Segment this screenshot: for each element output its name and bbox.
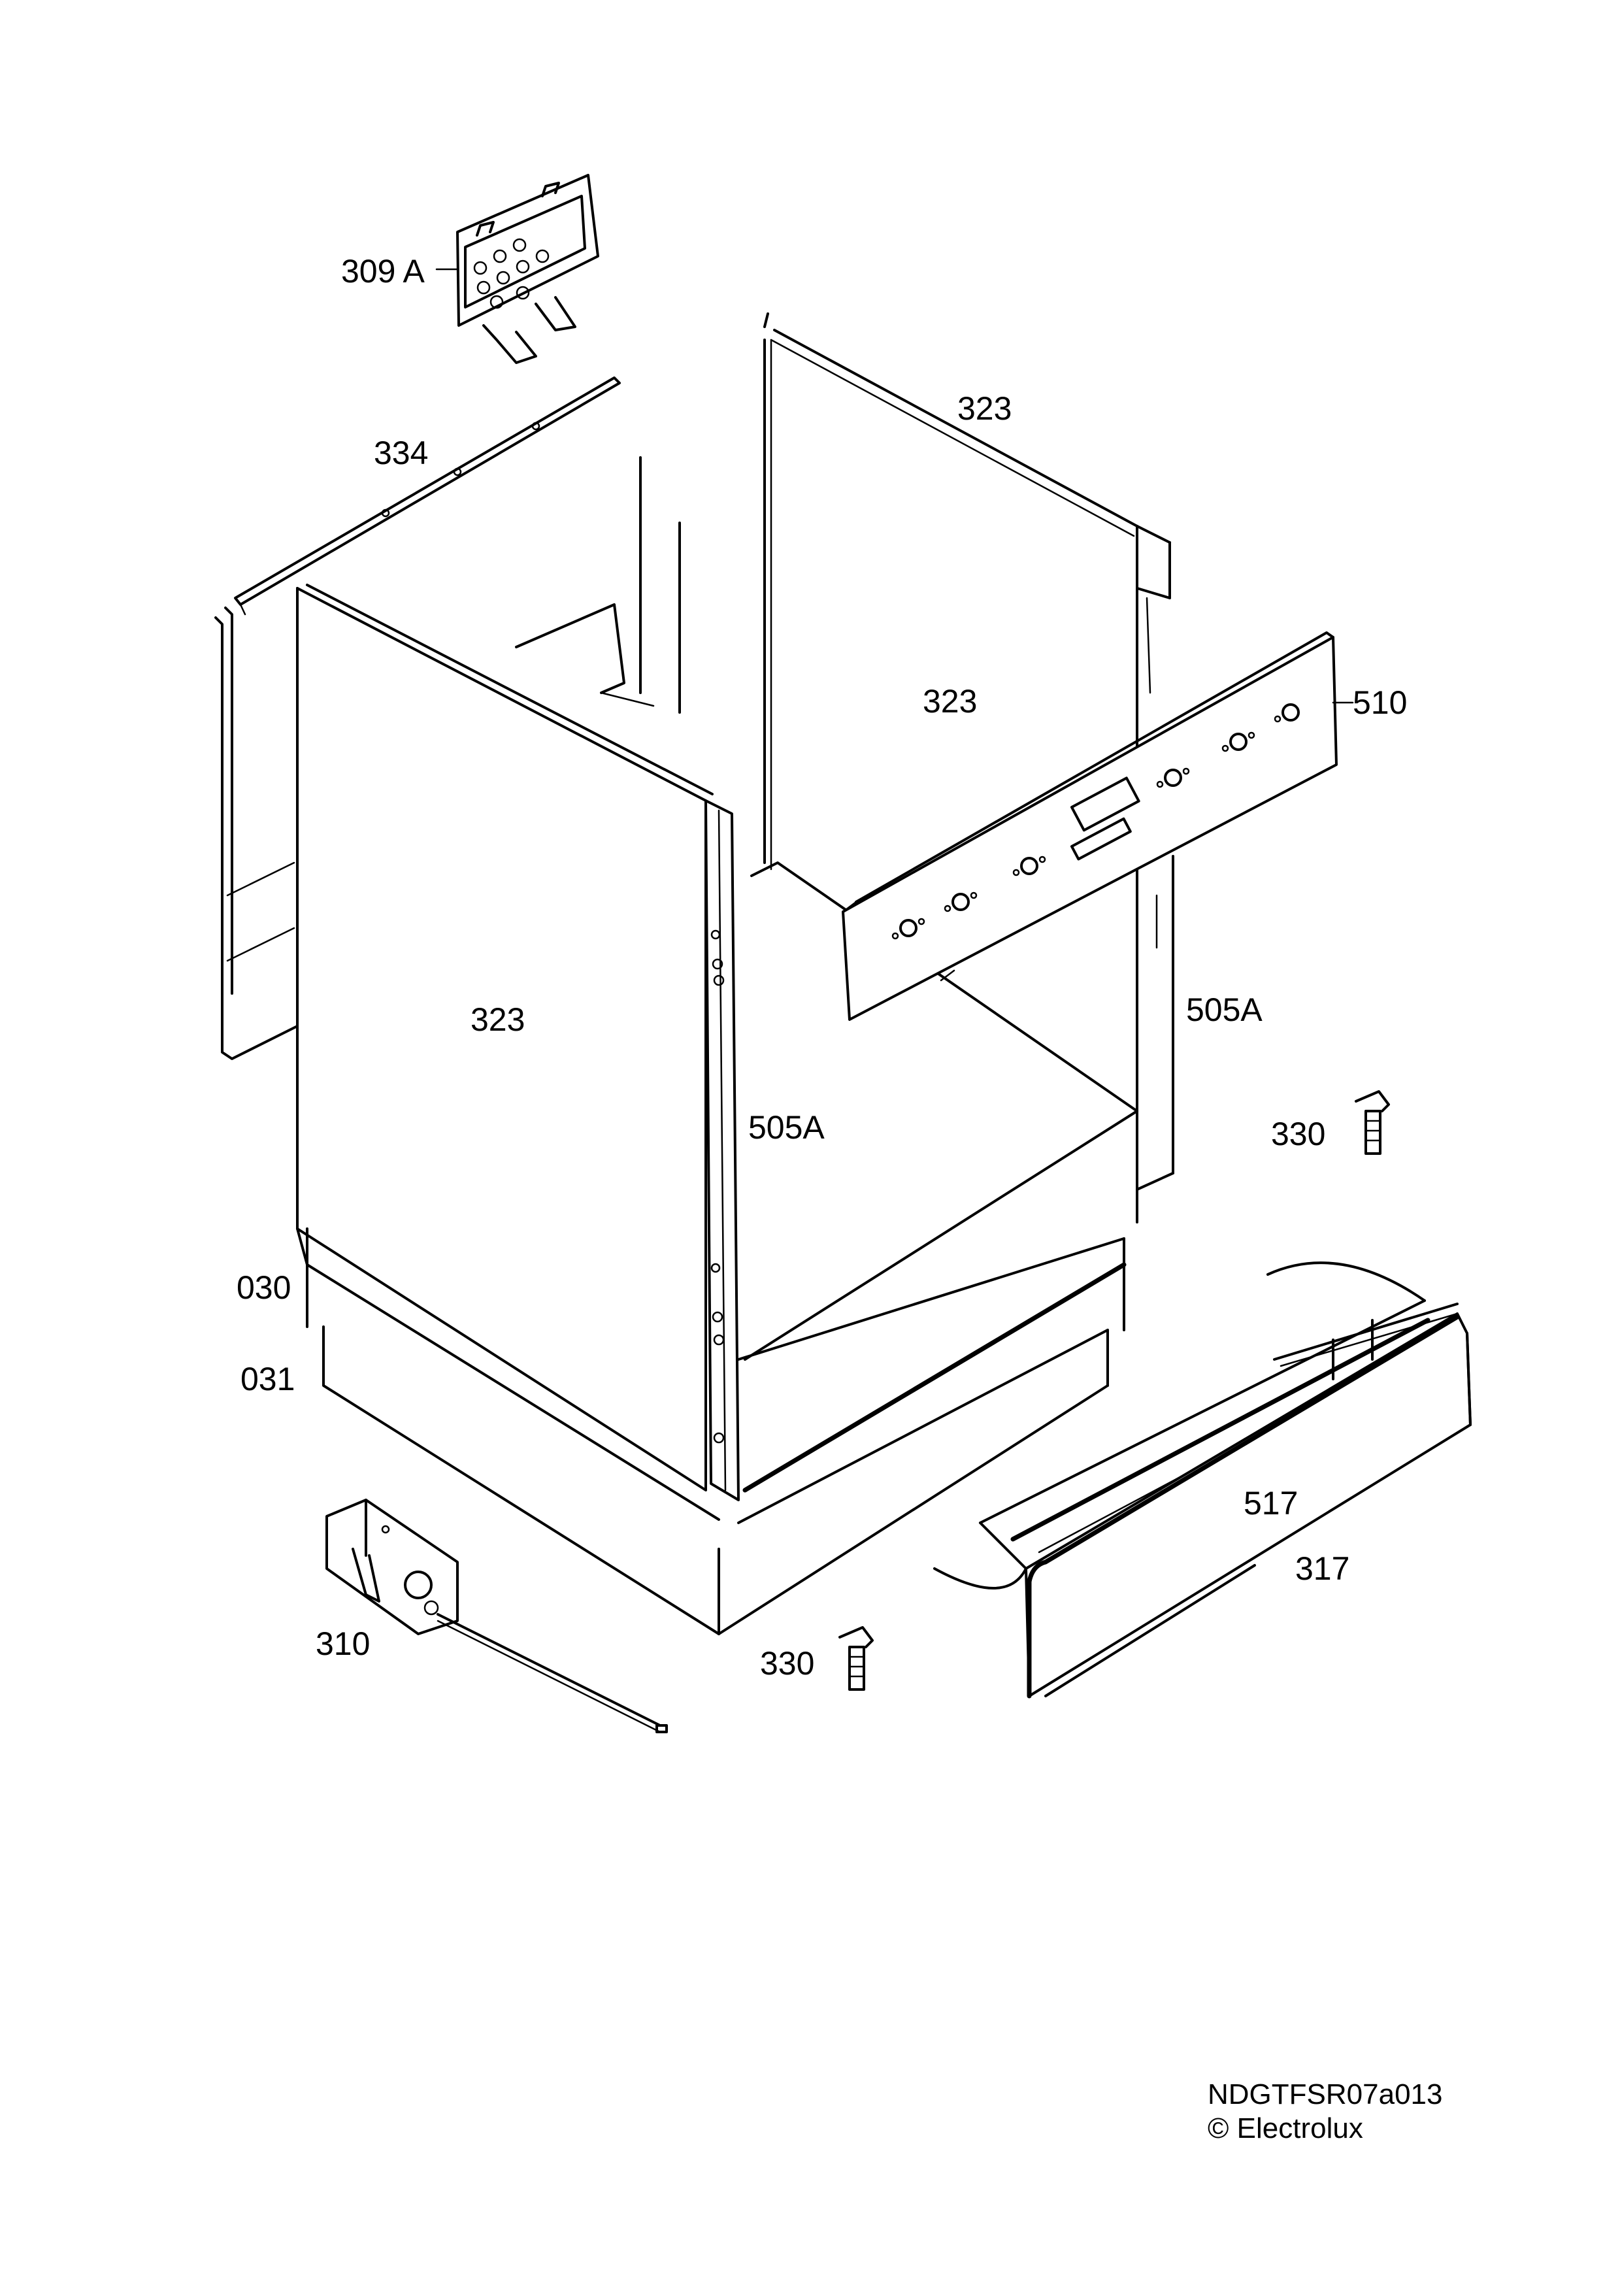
- label-310: 310: [316, 1625, 371, 1662]
- left-back-frame: [214, 456, 681, 1060]
- part-323-back-panel: [763, 312, 1171, 1223]
- part-510-control-panel: [842, 631, 1354, 1021]
- label-330-bottom: 330: [760, 1645, 815, 1682]
- label-317: 317: [1295, 1550, 1350, 1587]
- part-310-thermostat: [325, 1499, 668, 1733]
- label-517: 517: [1244, 1485, 1298, 1522]
- label-505a-front: 505A: [748, 1109, 825, 1146]
- copyright-notice: © Electrolux: [1208, 2112, 1363, 2144]
- label-323-front: 323: [471, 1001, 525, 1038]
- label-505a-right: 505A: [1186, 991, 1263, 1028]
- part-330-screw-right: [1355, 1090, 1390, 1155]
- part-330-screw-bottom: [838, 1626, 874, 1691]
- part-317-drawer-front: [1025, 1312, 1472, 1699]
- label-334: 334: [374, 435, 429, 471]
- part-030-base: [296, 1227, 1127, 1521]
- part-323-front-panel: [296, 584, 714, 1491]
- label-330-right: 330: [1271, 1116, 1326, 1152]
- label-323-side: 323: [923, 683, 978, 720]
- label-510: 510: [1353, 684, 1408, 721]
- label-323-back: 323: [957, 390, 1012, 427]
- part-031-plinth: [322, 1325, 1109, 1635]
- part-505a-front-bracket: [704, 799, 740, 1501]
- label-309a: 309 A: [341, 253, 425, 290]
- label-031: 031: [240, 1361, 295, 1397]
- part-309a-bracket: [435, 174, 599, 364]
- part-334-rail: [234, 376, 621, 616]
- label-030: 030: [237, 1269, 291, 1306]
- part-505a-right-bracket: [1136, 855, 1174, 1191]
- part-323-side-panel: [744, 861, 1138, 1361]
- drawing-code: NDGTFSR07a013: [1208, 2078, 1443, 2110]
